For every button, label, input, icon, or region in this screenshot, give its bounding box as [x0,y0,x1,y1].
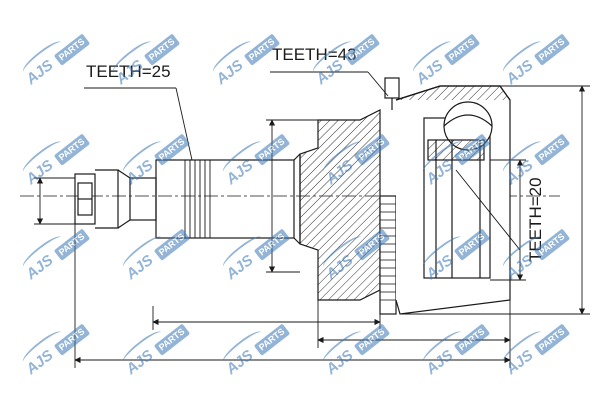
label-teeth-25: TEETH=25 [86,62,171,81]
spline-teeth [184,160,211,238]
thread-end [74,173,96,225]
washer [95,169,119,229]
spline-shaft [155,159,295,239]
label-teeth-43: TEETH=43 [272,45,357,64]
leader-teeth-20 [455,169,521,251]
